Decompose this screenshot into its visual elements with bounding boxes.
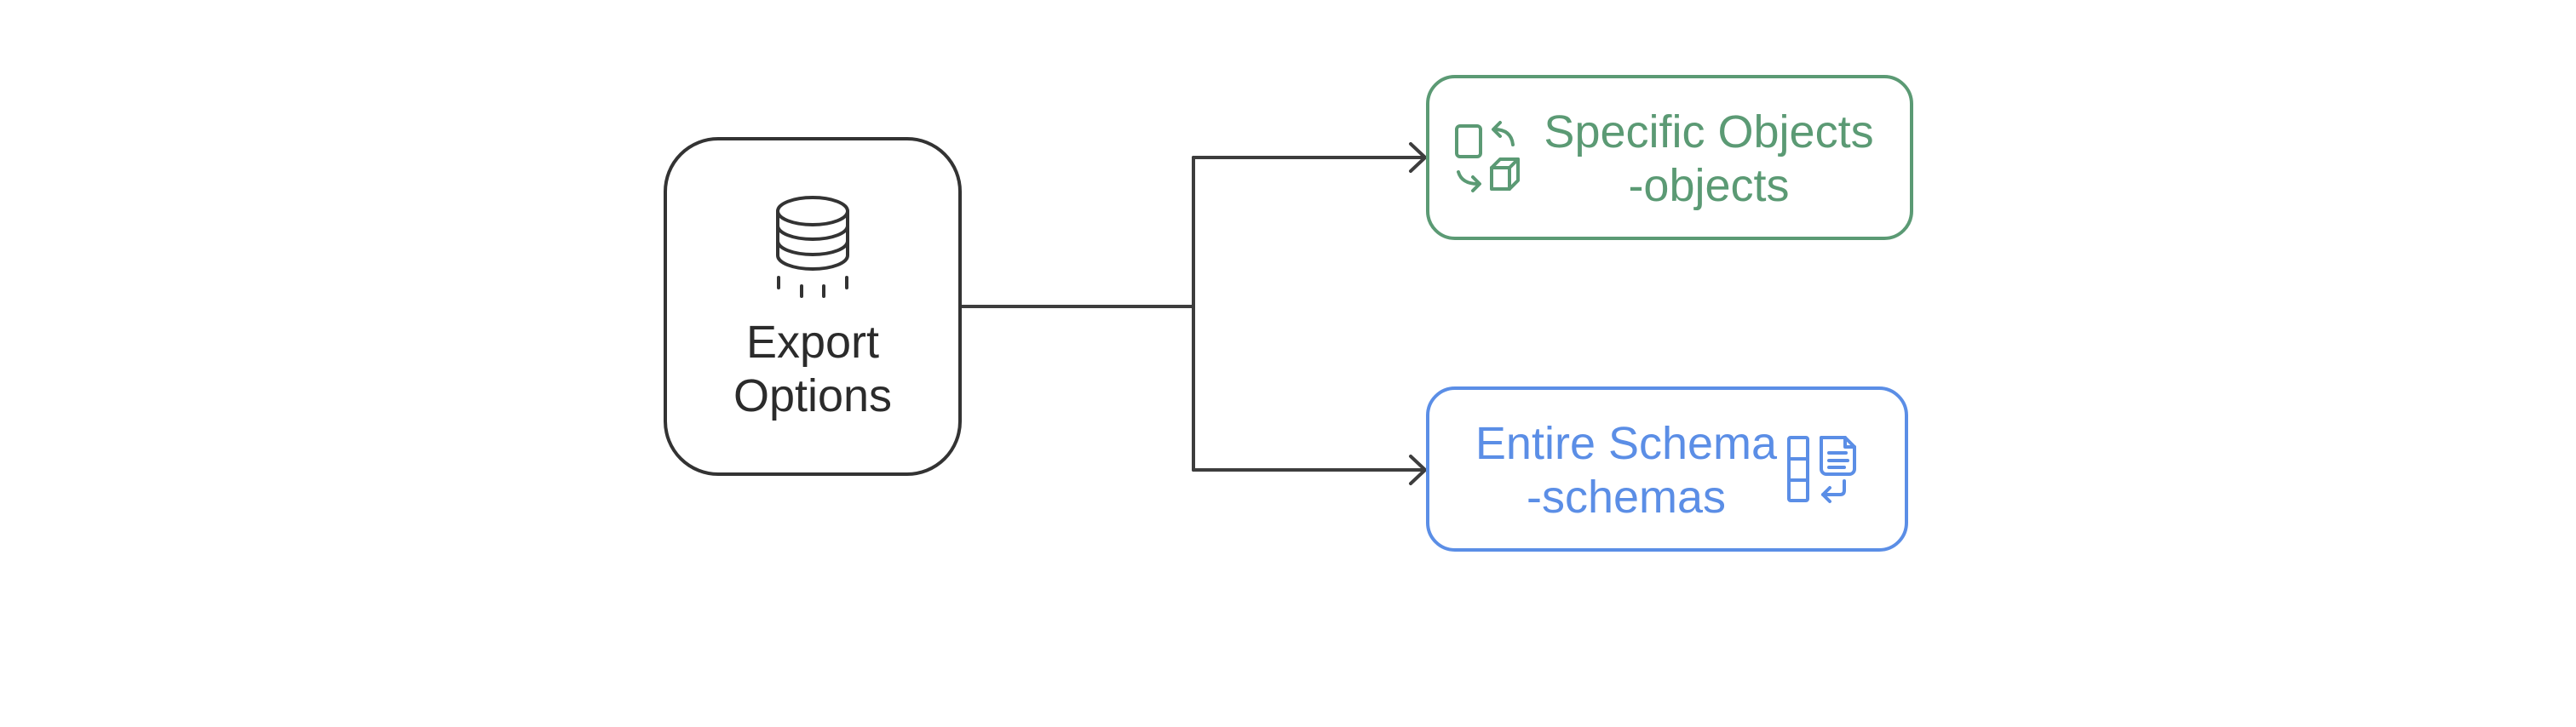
arrowhead-specific-objects: [1409, 142, 1427, 173]
entire-schema-node[interactable]: Entire Schema -schemas: [1426, 386, 1908, 552]
root-node-box: [664, 137, 962, 476]
root-node[interactable]: Export Options: [664, 137, 962, 476]
schema-return-icon: [1787, 436, 1856, 503]
entire-schema-label-line2: -schemas: [1527, 472, 1726, 523]
database-icon: [776, 196, 849, 298]
specific-objects-label-line2: -objects: [1628, 160, 1789, 211]
root-label-line1: Export: [746, 317, 879, 368]
entire-schema-label-line1: Entire Schema: [1475, 418, 1778, 469]
convert-objects-icon: [1455, 121, 1520, 192]
arrowhead-entire-schema: [1409, 455, 1427, 485]
connectors: [959, 142, 1427, 485]
root-label-line2: Options: [733, 370, 892, 421]
specific-objects-box: [1426, 75, 1913, 240]
specific-objects-label-line1: Specific Objects: [1544, 106, 1873, 157]
entire-schema-box: [1426, 386, 1908, 552]
specific-objects-node[interactable]: Specific Objects -objects: [1426, 75, 1913, 240]
